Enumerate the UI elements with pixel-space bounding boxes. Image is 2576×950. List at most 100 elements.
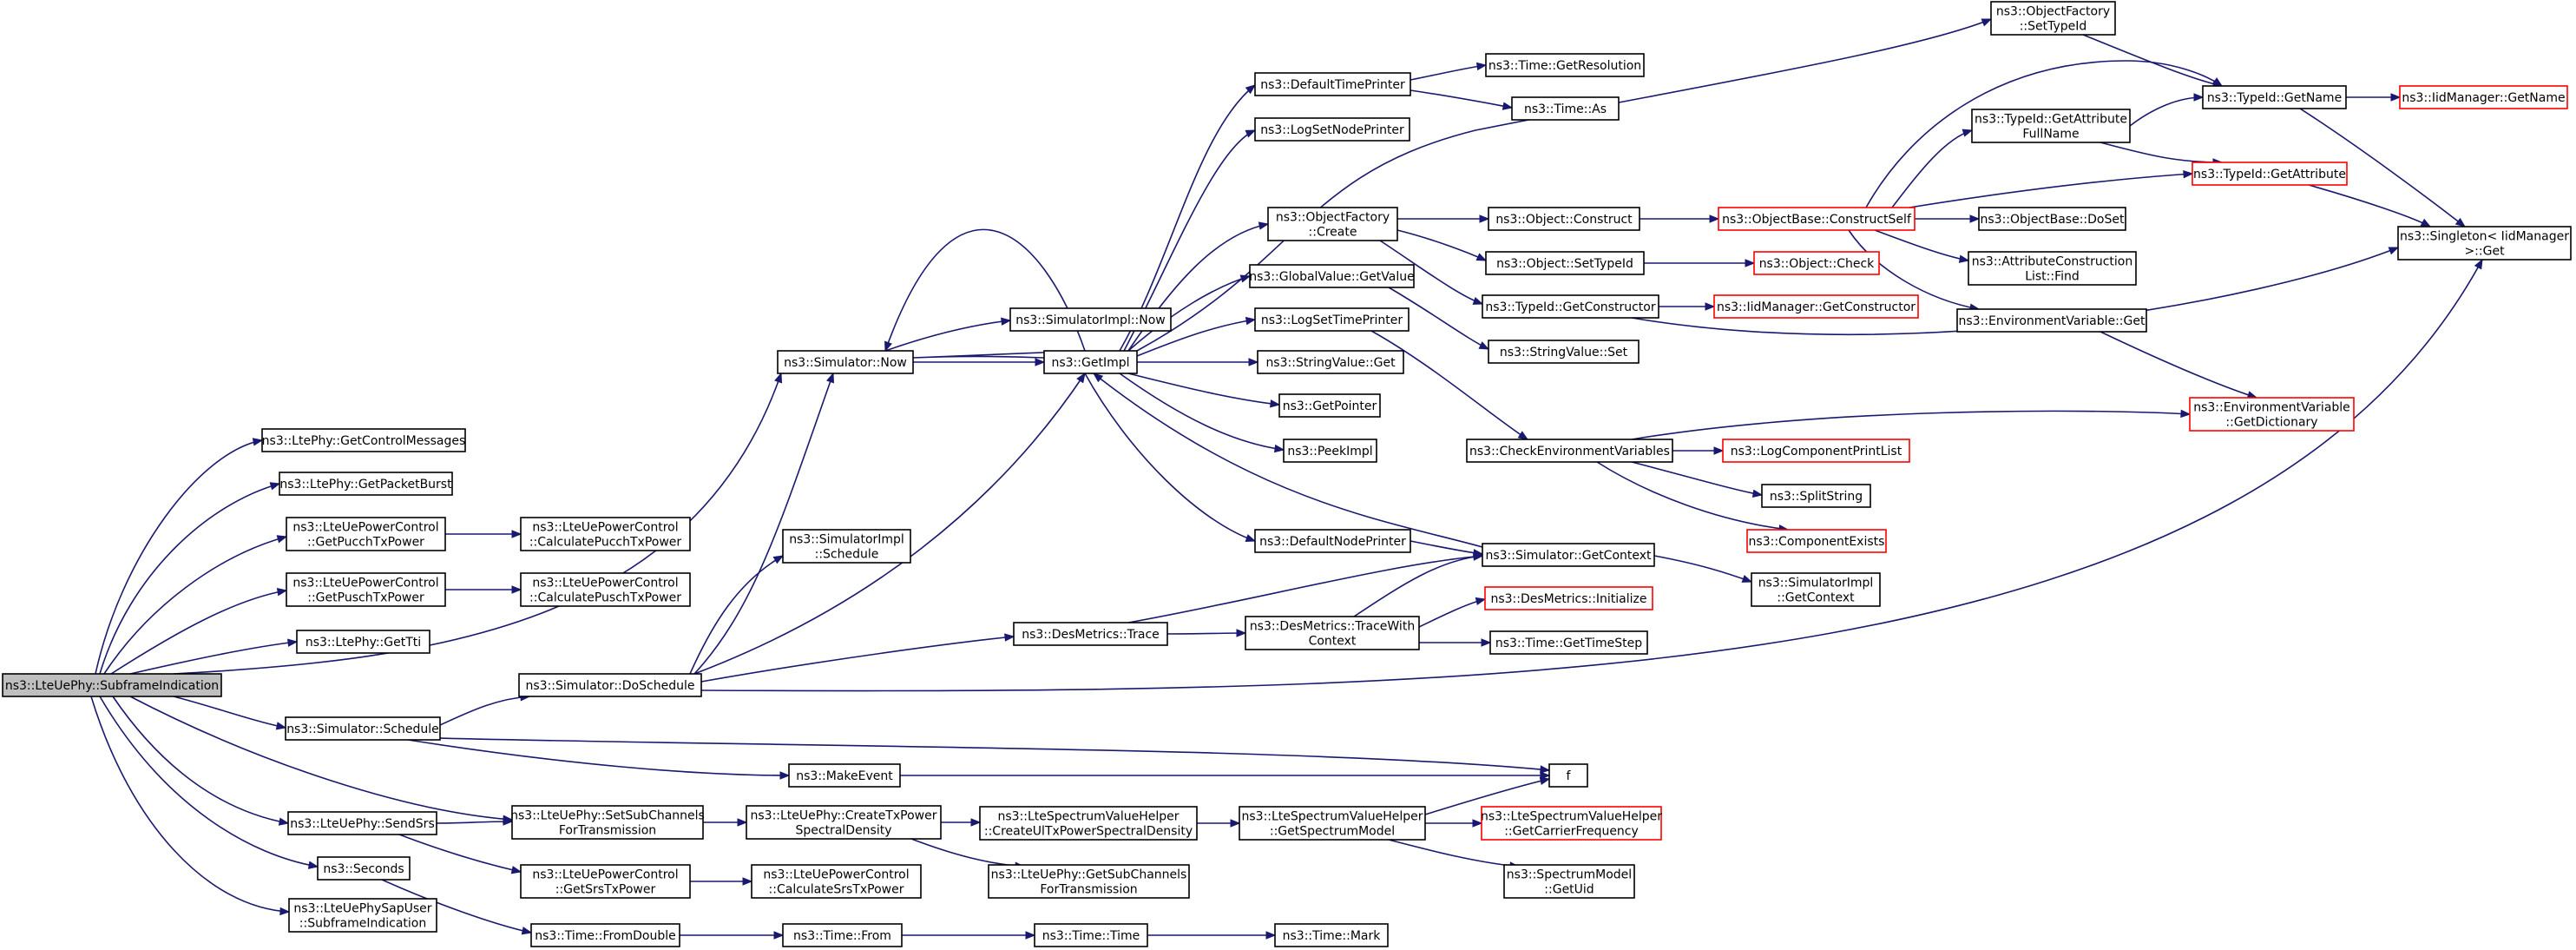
edge-defnode-to-getcontext — [1410, 540, 1484, 557]
node-objcheck[interactable]: ns3::Object::Check — [1753, 251, 1880, 275]
node-calcpusch[interactable]: ns3::LteUePowerControl::CalculatePuschTx… — [520, 572, 691, 607]
node-sapuser[interactable]: ns3::LteUePhySapUser::SubframeIndication — [288, 898, 437, 933]
edge-seconds-to-fromdouble — [381, 879, 533, 935]
edge-pusch-to-calcpusch — [445, 585, 522, 594]
node-timeas[interactable]: ns3::Time::As — [1511, 96, 1620, 121]
node-singleton[interactable]: ns3::Singleton< IidManager>::Get — [2397, 226, 2572, 261]
node-envdict[interactable]: ns3::EnvironmentVariable::GetDictionary — [2189, 397, 2355, 432]
node-dosched[interactable]: ns3::Simulator::DoSchedule — [518, 673, 702, 697]
node-stringget[interactable]: ns3::StringValue::Get — [1257, 350, 1404, 374]
node-logsettime[interactable]: ns3::LogSetTimePrinter — [1254, 307, 1410, 332]
node-iidgetname[interactable]: ns3::IidManager::GetName — [2399, 85, 2568, 109]
node-createul[interactable]: ns3::LteSpectrumValueHelper::CreateUlTxP… — [979, 806, 1198, 841]
node-objfactcreate[interactable]: ns3::ObjectFactory::Create — [1267, 207, 1398, 241]
node-objfactset[interactable]: ns3::ObjectFactory::SetTypeId — [1990, 1, 2116, 36]
node-objsettype[interactable]: ns3::Object::SetTypeId — [1485, 251, 1645, 275]
edge-root-to-pucch — [103, 535, 288, 675]
node-gettimestep[interactable]: ns3::Time::GetTimeStep — [1489, 630, 1648, 655]
node-root[interactable]: ns3::LteUePhy::SubframeIndication — [2, 673, 222, 697]
node-label: ns3::Simulator::GetContext — [1485, 549, 1652, 563]
node-doset[interactable]: ns3::ObjectBase::DoSet — [1978, 207, 2126, 231]
node-simnow[interactable]: ns3::Simulator::Now — [777, 350, 914, 374]
node-deftime[interactable]: ns3::DefaultTimePrinter — [1254, 72, 1411, 96]
node-label: ::CalculatePucchTxPower — [529, 536, 682, 550]
node-peekimpl[interactable]: ns3::PeekImpl — [1283, 439, 1377, 463]
node-getspecmodel[interactable]: ns3::LteSpectrumValueHelper::GetSpectrum… — [1239, 806, 1426, 841]
node-typegetattr[interactable]: ns3::TypeId::GetAttribute — [2192, 162, 2348, 186]
node-label: f — [1567, 769, 1572, 783]
node-label: ns3::GetImpl — [1051, 356, 1129, 370]
node-srstx[interactable]: ns3::LteUePowerControl::GetSrsTxPower — [520, 864, 691, 899]
edge-root-to-setsub — [129, 696, 514, 823]
node-logsetnode[interactable]: ns3::LogSetNodePrinter — [1254, 117, 1410, 142]
node-implsched[interactable]: ns3::SimulatorImpl::Schedule — [782, 529, 911, 564]
node-constructself[interactable]: ns3::ObjectBase::ConstructSelf — [1718, 207, 1916, 231]
edge-fromdouble-to-timefrom — [680, 931, 785, 940]
node-sendsrs[interactable]: ns3::LteUePhy::SendSrs — [287, 811, 437, 835]
node-getctor[interactable]: ns3::TypeId::GetConstructor — [1482, 294, 1659, 319]
edge-objfactcreate-to-getctor — [1379, 240, 1484, 305]
node-setsub[interactable]: ns3::LteUePhy::SetSubChannelsForTransmis… — [510, 805, 705, 840]
edge-tracewith-to-gettimestep — [1418, 638, 1492, 647]
node-label: ns3::LteUePhySapUser — [293, 902, 431, 916]
node-timemark[interactable]: ns3::Time::Mark — [1274, 923, 1389, 947]
node-compexists[interactable]: ns3::ComponentExists — [1746, 529, 1887, 553]
node-label: ns3::LteUePowerControl — [532, 868, 678, 882]
node-fromdouble[interactable]: ns3::Time::FromDouble — [530, 923, 680, 947]
node-implnow[interactable]: ns3::SimulatorImpl::Now — [1009, 307, 1172, 332]
node-timefrom[interactable]: ns3::Time::From — [782, 923, 903, 947]
node-label: ns3::GetPointer — [1283, 399, 1377, 413]
node-label: ns3::DesMetrics::Initialize — [1490, 592, 1646, 606]
node-schedule[interactable]: ns3::Simulator::Schedule — [285, 716, 441, 741]
node-getimpl[interactable]: ns3::GetImpl — [1043, 350, 1138, 374]
edge-dmtrace-to-getcontext — [1127, 552, 1484, 623]
node-defnode[interactable]: ns3::DefaultNodePrinter — [1254, 529, 1411, 553]
node-getpkt[interactable]: ns3::LtePhy::GetPacketBurst — [279, 472, 453, 496]
node-specuid[interactable]: ns3::SpectrumModel::GetUid — [1503, 864, 1635, 899]
node-timetime[interactable]: ns3::Time::Time — [1034, 923, 1148, 947]
node-createtx[interactable]: ns3::LteUePhy::CreateTxPowerSpectralDens… — [746, 805, 942, 840]
node-dmtrace[interactable]: ns3::DesMetrics::Trace — [1013, 622, 1168, 646]
node-checkenv[interactable]: ns3::CheckEnvironmentVariables — [1466, 439, 1673, 463]
node-makeevent[interactable]: ns3::MakeEvent — [788, 763, 901, 788]
edge-makeevent-to-f — [899, 771, 1551, 780]
node-pucch[interactable]: ns3::LteUePowerControl::GetPucchTxPower — [286, 517, 446, 551]
edge-getimpl-to-objfactset — [1136, 18, 1993, 352]
node-label: ns3::EnvironmentVariable::Get — [1959, 314, 2146, 328]
node-iidgetctor[interactable]: ns3::IidManager::GetConstructor — [1713, 294, 1919, 319]
node-dminit[interactable]: ns3::DesMetrics::Initialize — [1484, 586, 1653, 610]
node-getres[interactable]: ns3::Time::GetResolution — [1485, 53, 1645, 77]
node-gettti[interactable]: ns3::LtePhy::GetTti — [296, 630, 430, 654]
node-getsubtx[interactable]: ns3::LteUePhy::GetSubChannelsForTransmis… — [988, 864, 1190, 899]
node-globalget[interactable]: ns3::GlobalValue::GetValue — [1249, 264, 1415, 288]
node-getctrl[interactable]: ns3::LtePhy::GetControlMessages — [261, 428, 466, 452]
node-getcontext[interactable]: ns3::Simulator::GetContext — [1482, 543, 1655, 567]
node-calcpucch[interactable]: ns3::LteUePowerControl::CalculatePucchTx… — [520, 517, 691, 551]
edge-typegetname-to-singleton — [2299, 108, 2467, 228]
node-label: ForTransmission — [1040, 883, 1137, 897]
node-f[interactable]: f — [1548, 763, 1588, 788]
edge-deftime-to-timeas — [1410, 89, 1514, 110]
node-typegetname[interactable]: ns3::TypeId::GetName — [2202, 85, 2347, 109]
node-envget[interactable]: ns3::EnvironmentVariable::Get — [1956, 308, 2147, 333]
node-label: ns3::LogSetTimePrinter — [1261, 313, 1403, 327]
edge-sendsrs-to-srstx — [398, 834, 522, 874]
node-label: ns3::LteUePhy::SetSubChannels — [510, 809, 705, 823]
node-seconds[interactable]: ns3::Seconds — [317, 856, 411, 881]
node-getpointer[interactable]: ns3::GetPointer — [1278, 393, 1381, 418]
node-calcsrs[interactable]: ns3::LteUePowerControl::CalculateSrsTxPo… — [751, 864, 922, 899]
node-label: ns3::GlobalValue::GetValue — [1249, 270, 1414, 284]
node-carrierfreq[interactable]: ns3::LteSpectrumValueHelper::GetCarrierF… — [1481, 806, 1662, 841]
node-pusch[interactable]: ns3::LteUePowerControl::GetPuschTxPower — [286, 572, 446, 607]
node-splitstring[interactable]: ns3::SplitString — [1761, 484, 1871, 508]
edge-root-to-gettti — [129, 638, 299, 675]
node-stringset[interactable]: ns3::StringValue::Set — [1488, 340, 1640, 364]
node-objconstruct[interactable]: ns3::Object::Construct — [1488, 207, 1640, 231]
node-label: ns3::DefaultNodePrinter — [1259, 535, 1406, 549]
node-logcomplist[interactable]: ns3::LogComponentPrintList — [1722, 439, 1910, 463]
node-label: ns3::StringValue::Set — [1500, 346, 1628, 360]
node-implgetctx[interactable]: ns3::SimulatorImpl::GetContext — [1751, 572, 1881, 607]
